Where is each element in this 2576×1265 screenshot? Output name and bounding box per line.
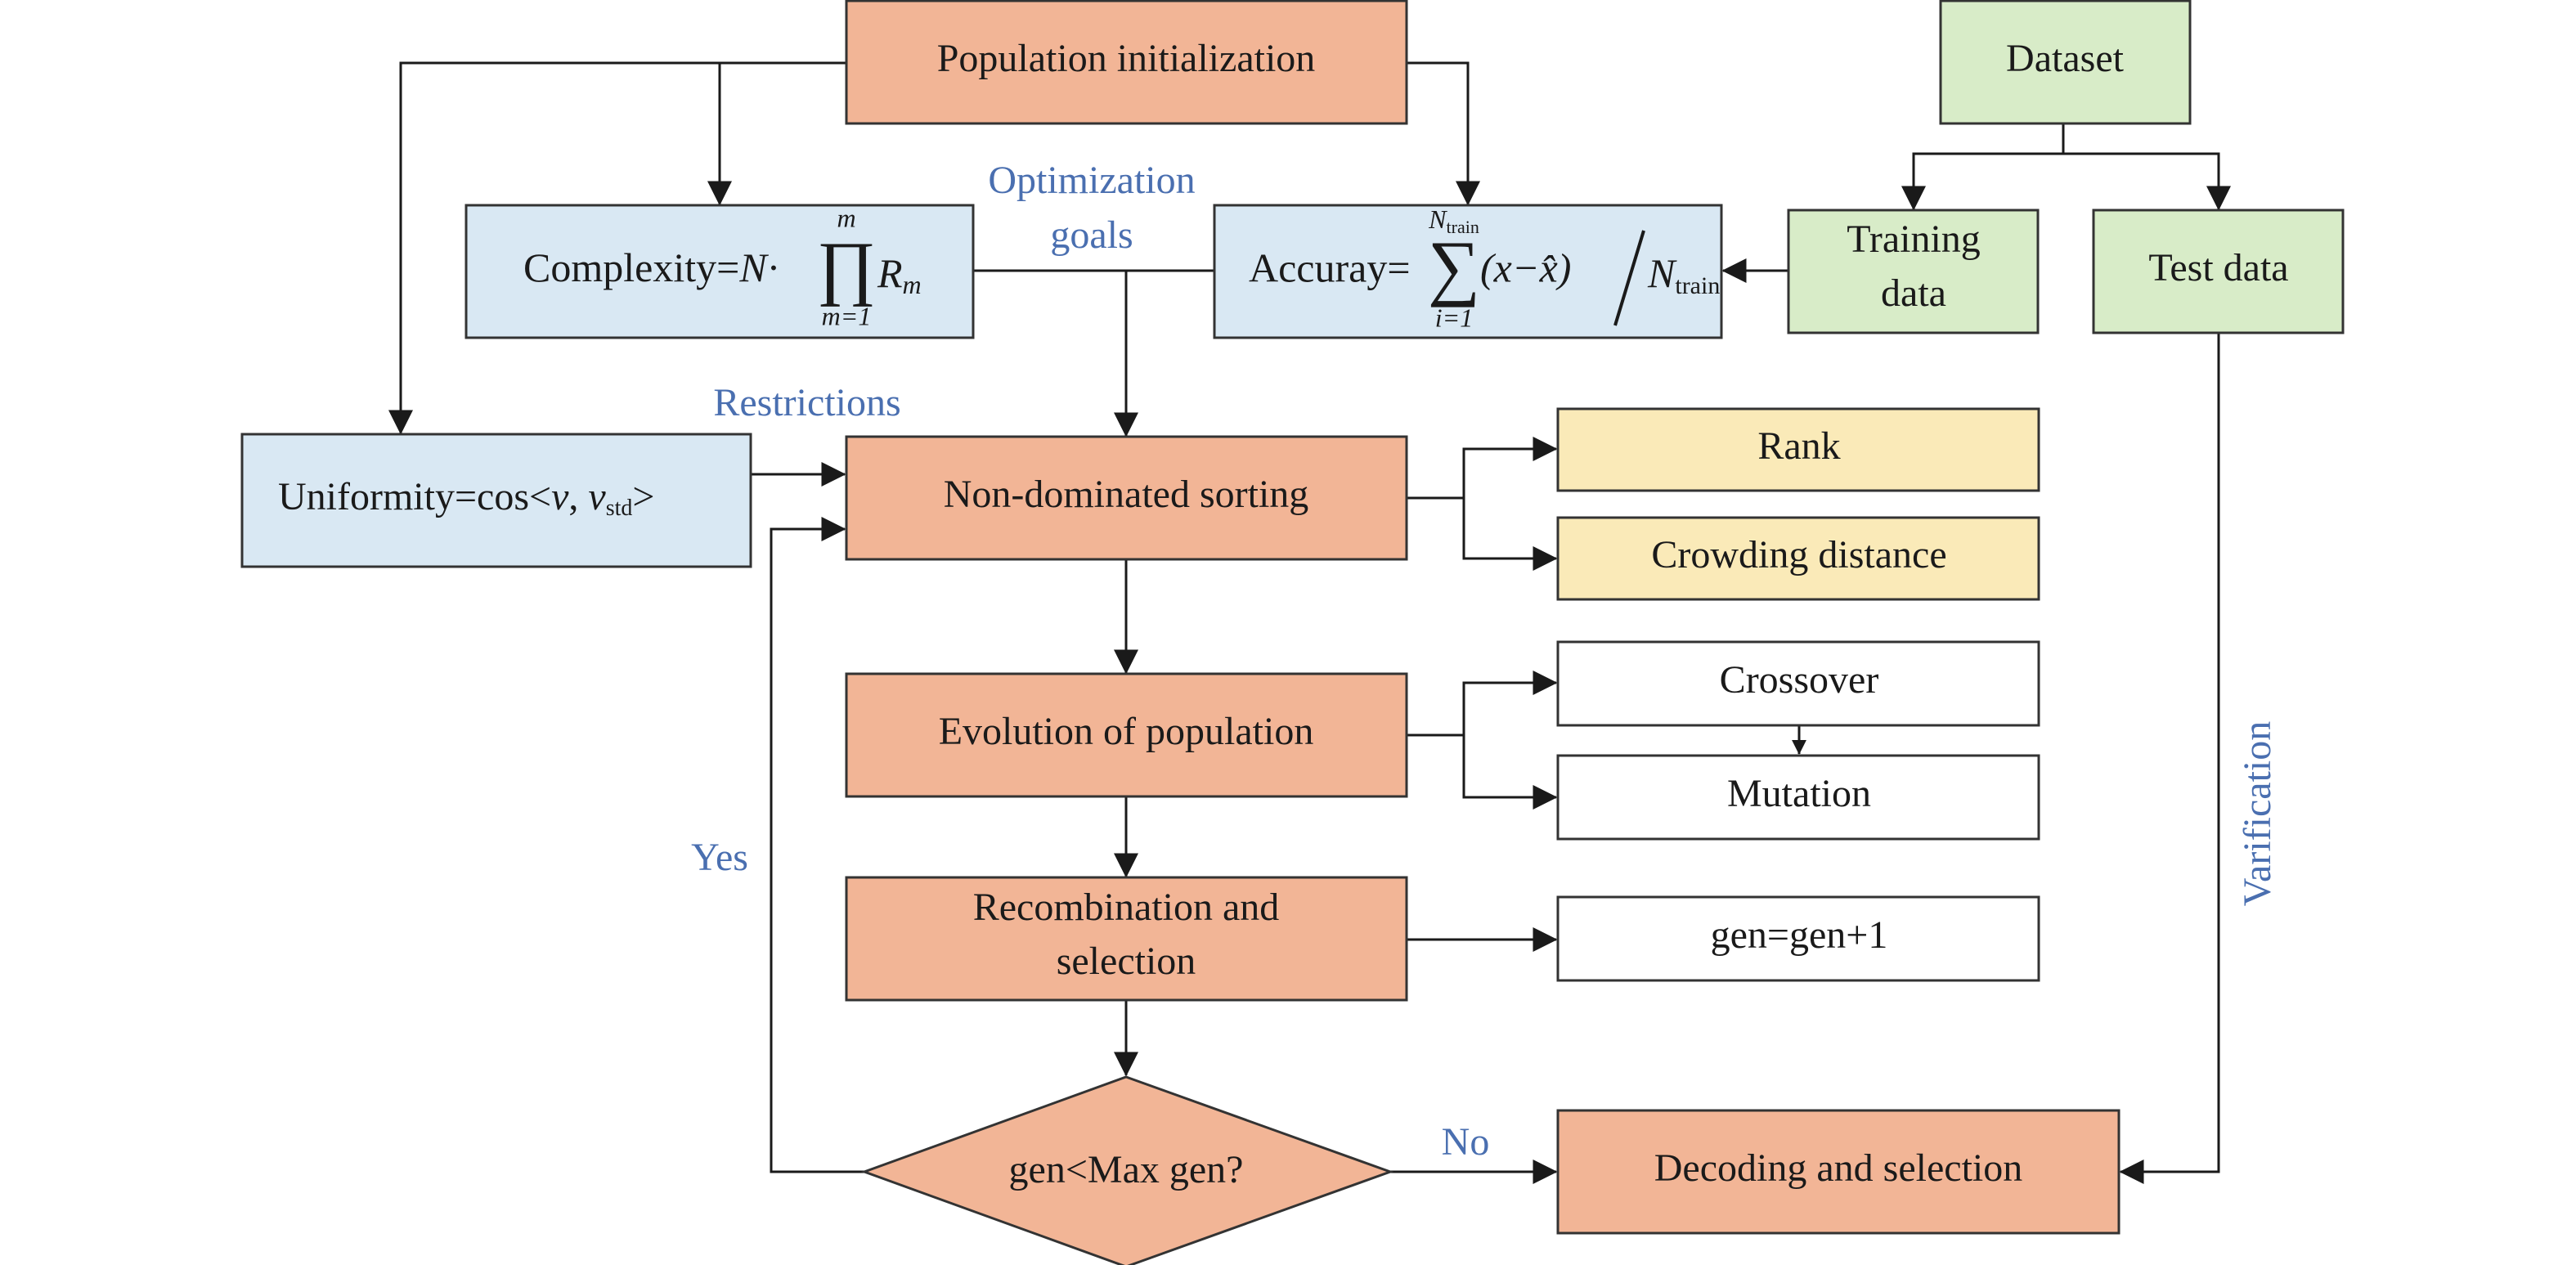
crossover-label: Crossover: [1720, 658, 1879, 702]
edge-init-to-accuracy: [1407, 61, 1480, 206]
rank-label: Rank: [1757, 424, 1840, 468]
restrictions-label: Restrictions: [713, 381, 900, 424]
accuracy-division-slash: [1613, 230, 1645, 326]
node-training-data: Training data: [1787, 209, 2040, 334]
node-decision: gen<Max gen?: [860, 1075, 1394, 1265]
accuracy-body: (x−x̂): [1480, 244, 1571, 290]
decoding-label: Decoding and selection: [1654, 1146, 2023, 1190]
recombination-line1: Recombination and: [973, 886, 1280, 929]
verification-label: Varification: [2236, 721, 2279, 907]
rank-box: [1556, 407, 2040, 492]
accuracy-denominator: Ntrain: [1647, 250, 1720, 298]
accuracy-prefix: Accuray=: [1249, 244, 1411, 290]
node-dataset: Dataset: [1939, 0, 2192, 125]
edge-sorting-to-crowding: [1462, 498, 1558, 571]
training-data-line1: Training: [1847, 218, 1981, 261]
decoding-box: [1556, 1109, 2120, 1235]
gen-increment-label: gen=gen+1: [1711, 913, 1888, 957]
no-label: No: [1442, 1120, 1490, 1164]
node-accuracy: Accuray= ∑ Ntrain i=1 (x−x̂) Ntrain: [1213, 204, 1723, 339]
decision-label: gen<Max gen?: [1009, 1148, 1244, 1191]
node-evolution-of-population: Evolution of population: [845, 672, 1408, 798]
crowding-distance-box: [1556, 516, 2040, 601]
edge-evolution-to-crossover: [1462, 671, 1558, 735]
mutation-box: [1556, 754, 2040, 841]
dataset-label: Dataset: [2006, 37, 2125, 80]
node-crossover: Crossover: [1556, 640, 2040, 727]
population-initialization-label: Population initialization: [937, 37, 1316, 80]
edge-sorting-to-rank: [1462, 437, 1558, 498]
product-lower: m=1: [822, 301, 872, 330]
node-rank: Rank: [1556, 407, 2040, 492]
uniformity-formula: Uniformity=cos<v, vstd>: [278, 475, 655, 521]
crossover-box: [1556, 640, 2040, 727]
optimization-goals-line2: goals: [1050, 213, 1133, 257]
node-complexity: Complexity=N· ∏ m m=1 Rm: [464, 203, 975, 339]
recombination-line2: selection: [1057, 940, 1196, 983]
product-upper: m: [837, 203, 855, 232]
edges: [388, 61, 2231, 1184]
edge-dataset-to-test: [2063, 152, 2231, 211]
sum-lower: i=1: [1435, 303, 1473, 332]
dataset-box: [1939, 0, 2192, 125]
non-dominated-sorting-box: [845, 435, 1408, 561]
edge-dataset-to-training: [1901, 152, 2063, 211]
complexity-formula: Complexity=N·: [523, 244, 780, 290]
training-data-box: [1787, 209, 2040, 334]
optimization-goals-line1: Optimization: [988, 159, 1195, 202]
edge-labels: Optimization goals Restrictions Yes No V…: [691, 159, 2279, 1164]
complexity-r: Rm: [877, 250, 922, 299]
population-initialization-box: [845, 0, 1408, 125]
node-crowding-distance: Crowding distance: [1556, 516, 2040, 601]
node-population-initialization: Population initialization: [845, 0, 1408, 125]
test-data-box: [2092, 209, 2345, 334]
training-data-line2: data: [1881, 271, 1946, 315]
complexity-box: [464, 204, 975, 339]
non-dominated-sorting-label: Non-dominated sorting: [944, 473, 1309, 516]
evolution-of-population-box: [845, 672, 1408, 798]
crowding-distance-label: Crowding distance: [1651, 533, 1946, 576]
edge-test-to-decoding: [2119, 333, 2220, 1184]
accuracy-box: [1213, 204, 1723, 339]
uniformity-box: [240, 433, 752, 568]
node-non-dominated-sorting: Non-dominated sorting: [845, 435, 1408, 561]
node-recombination-and-selection: Recombination and selection: [845, 876, 1408, 1002]
sum-upper: Ntrain: [1428, 204, 1479, 237]
edge-decision-yes-loop: [770, 517, 864, 1173]
decision-diamond: [860, 1075, 1394, 1265]
node-mutation: Mutation: [1556, 754, 2040, 841]
edge-evolution-to-mutation: [1462, 735, 1558, 810]
mutation-label: Mutation: [1727, 772, 1871, 815]
gen-increment-box: [1556, 895, 2040, 982]
node-decoding-and-selection: Decoding and selection: [1556, 1109, 2120, 1235]
sum-symbol: ∑: [1428, 227, 1480, 308]
test-data-label: Test data: [2148, 246, 2288, 289]
node-uniformity: Uniformity=cos<v, vstd>: [240, 433, 752, 568]
recombination-box: [845, 876, 1408, 1002]
product-symbol: ∏: [817, 228, 876, 307]
edge-init-to-uniformity: [388, 61, 846, 435]
node-gen-increment: gen=gen+1: [1556, 895, 2040, 982]
node-test-data: Test data: [2092, 209, 2345, 334]
yes-label: Yes: [691, 836, 748, 879]
evolution-of-population-label: Evolution of population: [939, 710, 1314, 753]
